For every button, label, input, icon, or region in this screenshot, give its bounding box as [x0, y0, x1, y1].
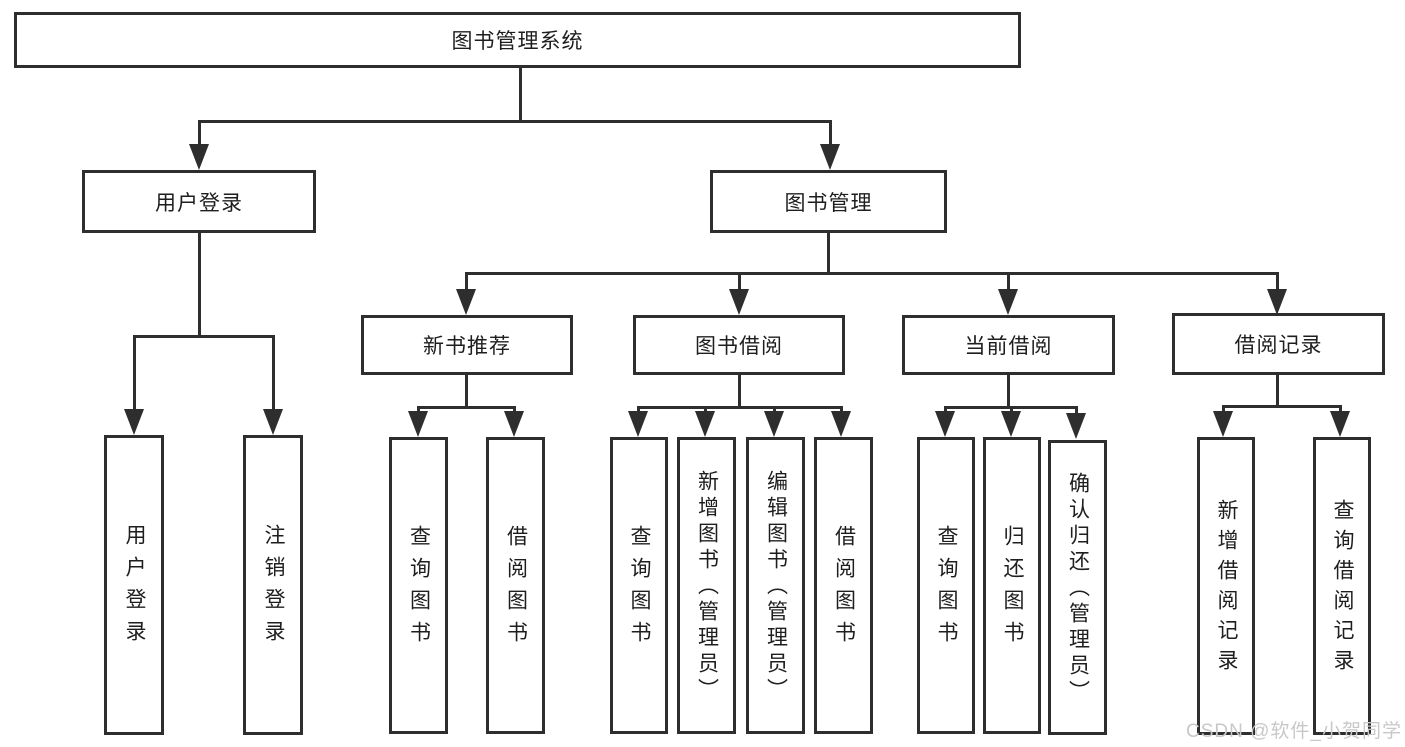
node-book-borrow: 图书借阅: [633, 315, 845, 375]
connector-drop-bb-edit: [773, 406, 776, 413]
node-cb-return-label: 归还图书: [1001, 524, 1024, 653]
connector-book-mgmt-bar: [465, 272, 1279, 275]
arrow-down-icon: [124, 409, 144, 435]
connector-nbr-stem: [465, 375, 468, 406]
node-login-group-label: 用户登录: [155, 191, 243, 215]
connector-br-bar: [1222, 405, 1342, 408]
node-new-book-rec-label: 新书推荐: [423, 335, 511, 358]
node-nbr-query: 查询图书: [389, 437, 448, 734]
connector-drop-cb-confirm: [1075, 406, 1078, 413]
arrow-down-icon: [764, 411, 784, 437]
arrow-down-icon: [1001, 411, 1021, 437]
arrow-down-icon: [263, 409, 283, 435]
connector-root-bar: [198, 120, 832, 123]
connector-drop-new-book-rec: [465, 272, 468, 291]
connector-drop-cb-return: [1010, 406, 1013, 413]
node-user-login: 用户登录: [104, 435, 164, 735]
node-current-borrow-label: 当前借阅: [964, 335, 1053, 358]
node-book-borrow-label: 图书借阅: [695, 335, 783, 358]
node-br-add-label: 新增借阅记录: [1215, 499, 1238, 679]
connector-drop-logout: [272, 335, 275, 411]
connector-nbr-bar: [417, 406, 516, 409]
connector-book-mgmt-stem: [827, 233, 830, 272]
arrow-down-icon: [189, 144, 209, 170]
arrow-down-icon: [408, 411, 428, 437]
node-bb-query: 查询图书: [610, 437, 668, 734]
connector-drop-br-query: [1339, 405, 1342, 413]
node-bb-borrow: 借阅图书: [814, 437, 873, 734]
arrow-down-icon: [504, 411, 524, 437]
arrow-down-icon: [998, 289, 1018, 315]
connector-drop-user-login: [133, 335, 136, 411]
node-nbr-borrow-label: 借阅图书: [504, 524, 528, 653]
node-br-add: 新增借阅记录: [1197, 437, 1255, 735]
connector-drop-book-borrow: [738, 272, 741, 291]
node-borrow-records: 借阅记录: [1172, 313, 1385, 375]
node-nbr-borrow: 借阅图书: [486, 437, 545, 734]
node-bb-borrow-label: 借阅图书: [832, 524, 856, 653]
watermark: CSDN @软件_小贺同学: [1186, 721, 1402, 742]
node-current-borrow: 当前借阅: [902, 315, 1115, 375]
arrow-down-icon: [1066, 413, 1086, 439]
connector-drop-login-group: [198, 120, 201, 146]
node-borrow-records-label: 借阅记录: [1234, 334, 1323, 357]
node-br-query-label: 查询借阅记录: [1331, 499, 1354, 679]
connector-bb-stem: [738, 375, 741, 406]
arrow-down-icon: [628, 411, 648, 437]
connector-bb-bar: [637, 406, 843, 409]
connector-drop-bb-borrow: [840, 406, 843, 413]
node-bb-edit: 编辑图书（管理员）: [746, 437, 805, 734]
arrow-down-icon: [729, 289, 749, 315]
connector-drop-bb-query: [637, 406, 640, 413]
connector-drop-book-mgmt: [829, 120, 832, 146]
node-bb-edit-label: 编辑图书（管理员）: [764, 469, 788, 704]
node-br-query: 查询借阅记录: [1313, 437, 1371, 735]
arrow-down-icon: [695, 411, 715, 437]
connector-login-stem: [198, 233, 201, 335]
node-logout: 注销登录: [243, 435, 303, 735]
connector-drop-current-borrow: [1007, 272, 1010, 291]
arrow-down-icon: [456, 289, 476, 315]
arrow-down-icon: [1267, 289, 1287, 315]
connector-drop-br-add: [1222, 405, 1225, 413]
connector-drop-nbr-query: [417, 406, 420, 413]
node-root-label: 图书管理系统: [451, 30, 584, 53]
arrow-down-icon: [820, 144, 840, 170]
node-cb-query: 查询图书: [917, 437, 975, 734]
connector-login-bar: [133, 335, 275, 338]
node-nbr-query-label: 查询图书: [407, 524, 431, 653]
arrow-down-icon: [935, 411, 955, 437]
node-root: 图书管理系统: [14, 12, 1021, 68]
node-logout-label: 注销登录: [262, 524, 285, 652]
node-cb-return: 归还图书: [983, 437, 1041, 734]
connector-drop-cb-query: [944, 406, 947, 413]
node-bb-query-label: 查询图书: [628, 524, 651, 653]
connector-drop-borrow-records: [1276, 272, 1279, 291]
node-book-mgmt-label: 图书管理: [784, 191, 873, 215]
node-login-group: 用户登录: [82, 170, 316, 233]
node-cb-query-label: 查询图书: [935, 524, 958, 653]
node-user-login-label: 用户登录: [123, 524, 146, 652]
connector-cb-stem: [1007, 375, 1010, 406]
connector-drop-nbr-borrow: [513, 406, 516, 413]
connector-br-stem: [1276, 375, 1279, 405]
connector-root-stem: [519, 68, 522, 120]
arrow-down-icon: [831, 411, 851, 437]
connector-drop-bb-add: [704, 406, 707, 413]
node-cb-confirm: 确认归还（管理员）: [1048, 440, 1107, 735]
node-bb-add-label: 新增图书（管理员）: [695, 469, 719, 704]
node-book-mgmt: 图书管理: [710, 170, 947, 233]
node-new-book-rec: 新书推荐: [361, 315, 573, 375]
node-cb-confirm-label: 确认归还（管理员）: [1066, 471, 1090, 706]
arrow-down-icon: [1213, 411, 1233, 437]
arrow-down-icon: [1330, 411, 1350, 437]
node-bb-add: 新增图书（管理员）: [677, 437, 736, 734]
